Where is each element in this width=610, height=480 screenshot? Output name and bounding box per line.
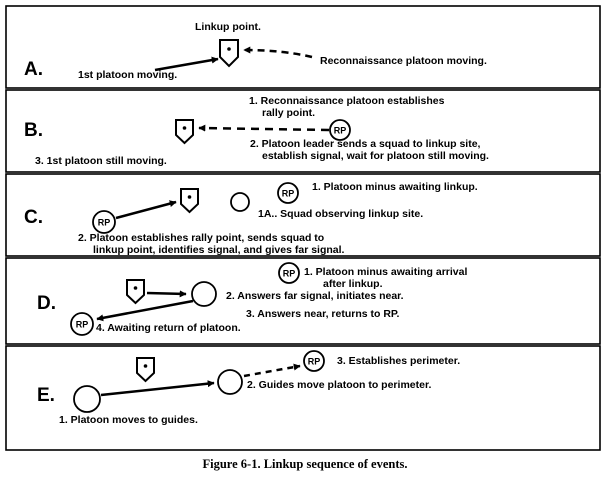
panel-c-graphics: RP RP <box>92 182 299 234</box>
label-b-3: 3. 1st platoon still moving. <box>35 155 167 167</box>
platoon-symbol-icon <box>126 279 145 305</box>
platoon-symbol-icon <box>180 188 199 214</box>
arrow-icon <box>243 46 313 59</box>
panel-letter-b: B. <box>24 120 43 141</box>
panel-frames <box>5 5 601 451</box>
label-d-1: 1. Platoon minus awaiting arrival <box>304 266 468 278</box>
arrow-icon <box>100 380 215 397</box>
label-d-3: 3. Answers near, returns to RP. <box>246 308 400 320</box>
label-b-2-cont: establish signal, wait for platoon still… <box>262 150 489 162</box>
panel-letter-e: E. <box>37 385 55 406</box>
panel-a-graphics <box>154 39 313 72</box>
panel-e-frame <box>5 345 601 451</box>
rp-label: RP <box>334 126 347 136</box>
squad-circle-icon <box>73 385 101 413</box>
arrow-icon <box>146 290 187 298</box>
rally-point-icon: RP <box>277 182 299 204</box>
label-c-2: 2. Platoon establishes rally point, send… <box>78 232 325 244</box>
rally-point-icon: RP <box>92 210 116 234</box>
squad-circle-icon <box>191 281 217 307</box>
squad-circle-icon <box>217 369 243 395</box>
arrow-icon <box>154 56 219 72</box>
label-c-1: 1. Platoon minus awaiting linkup. <box>312 181 478 193</box>
panel-d-graphics: RP RP <box>70 262 300 336</box>
label-d-1-cont: after linkup. <box>323 278 383 290</box>
label-e-1: 1. Platoon moves to guides. <box>59 414 198 426</box>
label-b-1: 1. Reconnaissance platoon establishes <box>249 95 445 107</box>
panel-a-frame <box>5 5 601 89</box>
label-e-2: 2. Guides move platoon to perimeter. <box>247 379 432 391</box>
label-1st-platoon-moving: 1st platoon moving. <box>78 69 178 81</box>
label-d-4: 4. Awaiting return of platoon. <box>96 322 241 334</box>
rp-label: RP <box>98 218 111 228</box>
label-e-3: 3. Establishes perimeter. <box>337 355 461 367</box>
rally-point-icon: RP <box>329 119 351 141</box>
panel-c-frame <box>5 173 601 257</box>
arrow-icon <box>115 200 177 220</box>
rp-label: RP <box>76 320 89 330</box>
label-d-2: 2. Answers far signal, initiates near. <box>226 290 404 302</box>
label-linkup-point: Linkup point. <box>195 21 261 33</box>
panel-b-graphics: RP <box>175 119 351 145</box>
label-b-1-cont: rally point. <box>262 107 316 119</box>
rally-point-icon: RP <box>303 350 325 372</box>
squad-circle-icon <box>230 192 250 212</box>
platoon-symbol-icon <box>219 39 239 68</box>
label-c-1a: 1A.. Squad observing linkup site. <box>258 208 424 220</box>
label-recon-platoon-moving: Reconnaissance platoon moving. <box>320 55 487 67</box>
label-b-2: 2. Platoon leader sends a squad to linku… <box>250 138 481 150</box>
arrow-icon <box>96 299 194 322</box>
platoon-symbol-icon <box>175 119 194 145</box>
panel-letter-a: A. <box>24 59 43 80</box>
arrow-icon <box>198 124 330 132</box>
rp-label: RP <box>283 269 296 279</box>
platoon-symbol-icon <box>136 357 155 383</box>
panel-d-frame <box>5 257 601 345</box>
panel-e-graphics: RP <box>73 350 325 413</box>
label-c-2-cont: linkup point, identifies signal, and giv… <box>93 244 345 256</box>
panel-b-frame <box>5 89 601 173</box>
panel-letter-d: D. <box>37 293 56 314</box>
rp-label: RP <box>308 357 321 367</box>
arrow-icon <box>243 363 301 378</box>
rally-point-icon: RP <box>70 312 94 336</box>
rally-point-icon: RP <box>278 262 300 284</box>
rp-label: RP <box>282 189 295 199</box>
figure-caption: Figure 6-1. Linkup sequence of events. <box>202 457 408 471</box>
panel-letter-c: C. <box>24 207 43 228</box>
